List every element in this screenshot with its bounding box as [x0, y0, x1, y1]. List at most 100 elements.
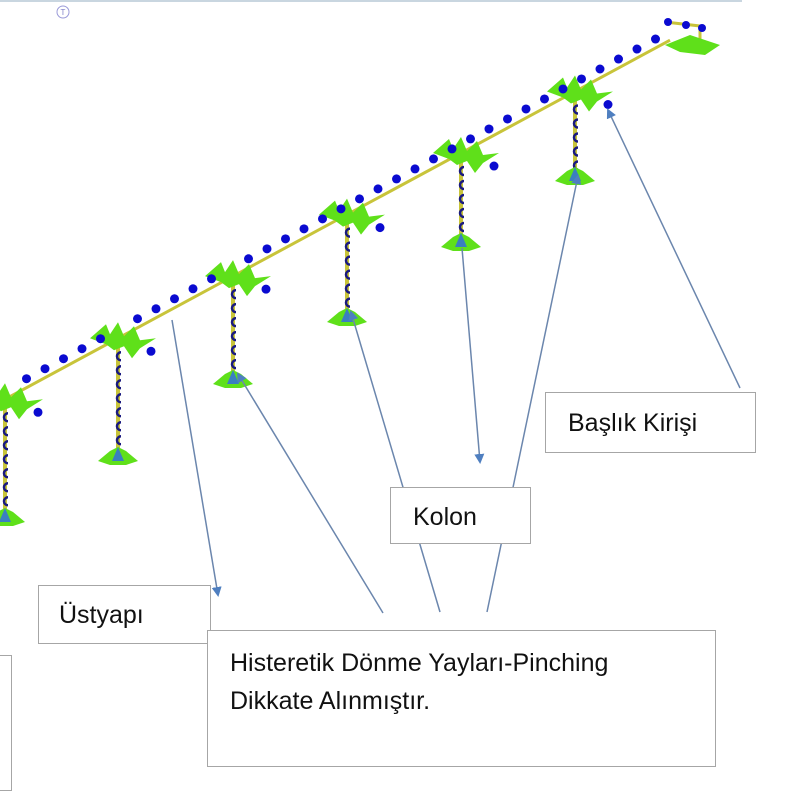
- rotational-spring-icon: [230, 302, 237, 314]
- cap-beam-spring-icon: [0, 383, 43, 420]
- rotational-spring-icon: [572, 132, 579, 143]
- fixed-support-triangle-icon: [455, 233, 467, 247]
- cap-beam-spring-icon: [205, 260, 271, 297]
- rotational-spring-icon: [458, 207, 465, 219]
- node-icon: [484, 124, 494, 134]
- node-icon: [503, 114, 512, 124]
- node-icon: [595, 64, 605, 74]
- node-icon: [281, 234, 290, 244]
- svg-text:T: T: [61, 8, 66, 17]
- rotational-spring-icon: [2, 468, 9, 479]
- rotational-spring-icon: [2, 412, 9, 423]
- node-icon: [262, 244, 272, 254]
- label-superstructure-text: Üstyapı: [59, 601, 144, 629]
- rotational-spring-icon: [344, 255, 351, 266]
- rotational-spring-icon: [115, 393, 122, 404]
- rotational-spring-icon: [2, 482, 9, 493]
- rotational-spring-icon: [458, 193, 465, 205]
- rotational-spring-icon: [115, 407, 122, 418]
- rotational-spring-icon: [344, 227, 351, 238]
- node-icon: [447, 144, 457, 154]
- structural-model: [0, 18, 720, 526]
- node-icon: [489, 161, 499, 171]
- node-icon: [682, 21, 690, 29]
- node-icon: [521, 104, 531, 114]
- arrow-spring-2: [348, 310, 441, 613]
- node-icon: [22, 374, 31, 384]
- rotational-spring-icon: [230, 330, 237, 342]
- node-icon: [355, 194, 364, 204]
- node-icon: [558, 84, 568, 94]
- rotational-spring-icon: [230, 288, 237, 300]
- label-cap-beam-text: Başlık Kirişi: [568, 409, 698, 437]
- node-icon: [261, 284, 271, 294]
- node-icon: [429, 154, 438, 164]
- label-springs-line1: Histeretik Dönme Yayları-Pinching: [230, 649, 609, 677]
- cap-beam-spring-icon: [319, 198, 385, 235]
- node-icon: [664, 18, 672, 26]
- cap-beam-spring-icon: [90, 322, 156, 359]
- node-icon: [318, 214, 327, 224]
- arrow-column: [461, 247, 485, 464]
- node-icon: [577, 74, 586, 84]
- node-icon: [146, 346, 156, 356]
- arrow-spring-1: [236, 372, 384, 614]
- abutment-support-icon: [665, 35, 720, 55]
- node-icon: [392, 174, 401, 184]
- label-left-partial: [0, 655, 12, 791]
- node-icon: [207, 274, 216, 284]
- node-icon: [133, 314, 142, 324]
- rotational-spring-icon: [115, 365, 122, 376]
- cap-beam-spring-icon: [433, 137, 499, 174]
- rotational-spring-icon: [2, 440, 9, 451]
- rotational-spring-icon: [344, 297, 351, 308]
- node-icon: [632, 44, 642, 54]
- node-icon: [188, 284, 198, 294]
- rotational-spring-icon: [115, 421, 122, 432]
- node-icon: [466, 134, 475, 144]
- node-icon: [33, 407, 43, 417]
- node-icon: [698, 24, 706, 32]
- rotational-spring-icon: [458, 179, 465, 191]
- rotational-spring-icon: [344, 241, 351, 252]
- rotational-spring-icon: [458, 221, 465, 233]
- label-springs-line2: Dikkate Alınmıştır.: [230, 687, 431, 715]
- rotational-spring-icon: [230, 358, 237, 370]
- rotational-spring-icon: [2, 454, 9, 465]
- node-icon: [170, 294, 179, 304]
- label-column-text: Kolon: [413, 503, 477, 531]
- fixed-support-triangle-icon: [0, 508, 11, 522]
- node-icon: [59, 354, 68, 364]
- top-icon: T: [56, 5, 70, 19]
- node-icon: [603, 100, 613, 109]
- cap-beam-spring-icon: [547, 75, 613, 112]
- window-top-border: [0, 0, 742, 2]
- node-icon: [540, 94, 549, 104]
- rotational-spring-icon: [115, 351, 122, 362]
- node-icon: [336, 204, 346, 214]
- label-hysteretic-springs: Histeretik Dönme Yayları-Pinching Dikkat…: [207, 630, 716, 767]
- node-icon: [96, 334, 105, 344]
- node-icon: [651, 34, 660, 44]
- rotational-spring-icon: [572, 104, 579, 115]
- node-icon: [151, 304, 161, 314]
- node-icon: [410, 164, 420, 174]
- label-cap-beam: Başlık Kirişi: [545, 392, 756, 453]
- rotational-spring-icon: [2, 496, 9, 507]
- rotational-spring-icon: [2, 426, 9, 437]
- arrow-cap-beam: [606, 108, 741, 389]
- rotational-spring-icon: [115, 379, 122, 390]
- node-icon: [373, 184, 383, 194]
- rotational-spring-icon: [572, 118, 579, 129]
- fixed-support-triangle-icon: [227, 370, 239, 384]
- rotational-spring-icon: [572, 146, 579, 157]
- rotational-spring-icon: [344, 269, 351, 280]
- fixed-support-triangle-icon: [112, 447, 124, 461]
- node-icon: [40, 364, 50, 374]
- rotational-spring-icon: [230, 344, 237, 356]
- rotational-spring-icon: [458, 165, 465, 177]
- rotational-spring-icon: [230, 316, 237, 328]
- label-column: Kolon: [390, 487, 531, 544]
- node-icon: [614, 54, 623, 64]
- rotational-spring-icon: [115, 435, 122, 446]
